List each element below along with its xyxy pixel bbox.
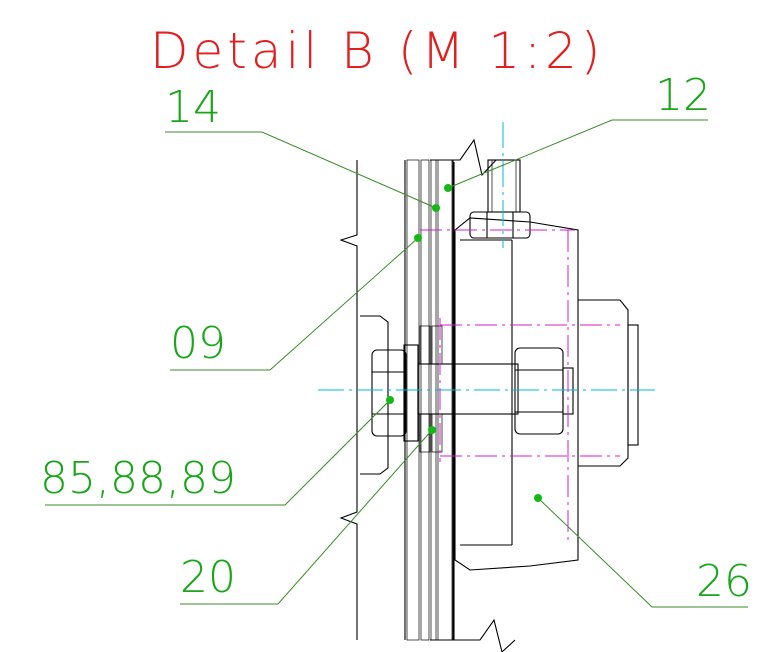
top-break (430, 138, 515, 177)
hidden-lines (420, 229, 620, 545)
top-bolt (469, 159, 531, 239)
bottom-break (430, 618, 516, 652)
bolt-assembly (371, 325, 574, 453)
leader-dots (386, 184, 542, 502)
label-85-88-89: 85,88,89 (40, 453, 236, 504)
pane-layers (404, 159, 455, 641)
label-12: 12 (655, 70, 711, 121)
label-26: 26 (696, 556, 752, 607)
centerlines (318, 122, 655, 391)
clamp-body (454, 217, 639, 571)
label-09: 09 (170, 318, 226, 369)
label-14: 14 (165, 82, 221, 133)
wall-left (339, 160, 358, 640)
label-20: 20 (180, 552, 236, 603)
drawing-title: Detail B (M 1:2) (150, 22, 604, 80)
left-plate (360, 315, 389, 475)
leader-lines (45, 119, 748, 608)
